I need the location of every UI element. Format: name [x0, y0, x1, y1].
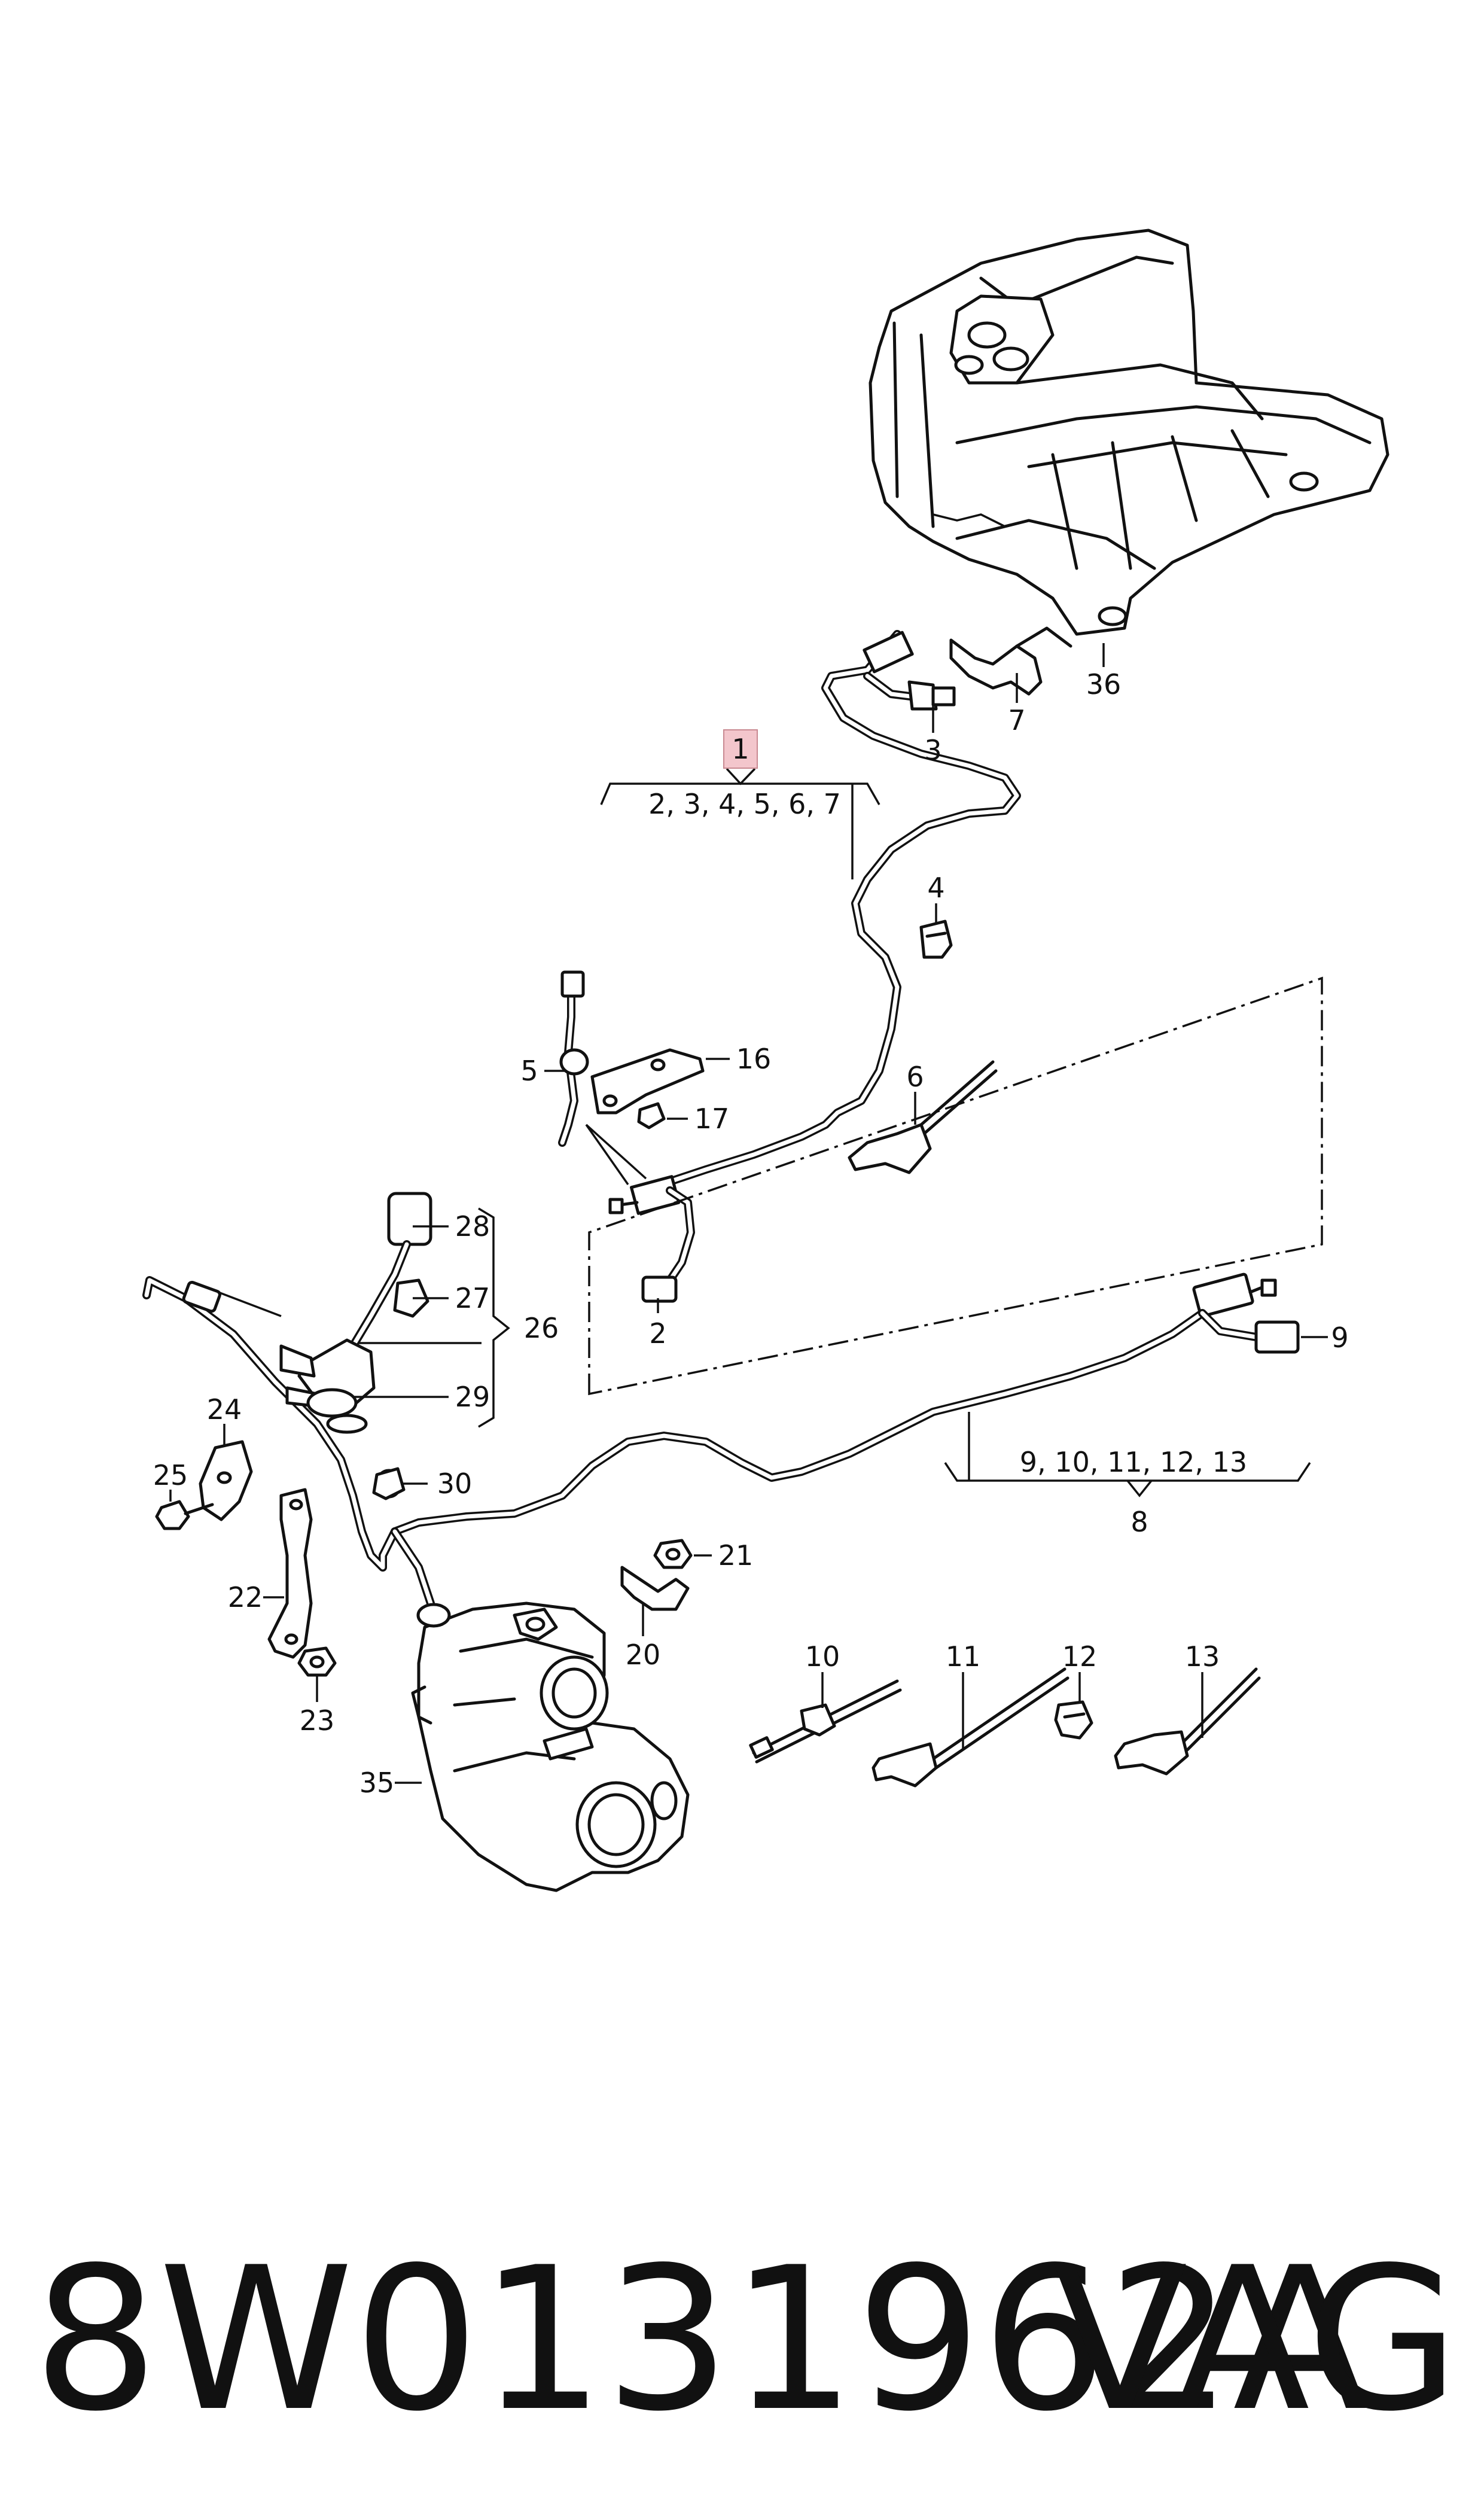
callout-27: 27	[455, 1282, 490, 1314]
callout-22: 22	[228, 1581, 263, 1613]
callout-21: 21	[718, 1539, 754, 1572]
callout-35: 35	[359, 1767, 395, 1799]
sensor-26-group	[279, 1192, 432, 1499]
callout-23: 23	[300, 1704, 335, 1737]
cable-tie-11	[871, 1667, 1069, 1788]
cable-harness-upper	[608, 630, 1021, 1303]
callout-12: 12	[1062, 1640, 1098, 1673]
clip-4	[919, 919, 953, 959]
callout-16: 16	[736, 1043, 772, 1075]
callout-1: 1	[732, 733, 749, 765]
callout-30: 30	[437, 1467, 473, 1500]
callout-25: 25	[153, 1459, 188, 1491]
callout-20: 20	[626, 1639, 661, 1671]
bracket-7	[949, 626, 1072, 696]
callout-29: 29	[455, 1381, 490, 1413]
cable-5-assembly	[558, 970, 705, 1186]
cable-tie-6	[848, 1060, 998, 1174]
bolt-25	[155, 1500, 214, 1530]
nut-21	[653, 1539, 693, 1569]
callout-36: 36	[1086, 668, 1122, 701]
bracket-24	[199, 1440, 253, 1521]
nut-23	[297, 1646, 337, 1677]
callout-10: 10	[805, 1640, 840, 1673]
bracket-22	[267, 1488, 313, 1659]
cable-harness-lower	[142, 1272, 1300, 1607]
cable-tie-13	[1114, 1667, 1261, 1776]
catalytic-converter	[411, 1601, 690, 1892]
callout-6: 6	[906, 1061, 924, 1093]
callout-labels: 1 2, 3, 4, 5, 6, 7 2 3 4 5 6 7 8 9, 10, …	[153, 668, 1349, 1799]
callout-7: 7	[1008, 704, 1025, 736]
callout-5: 5	[520, 1055, 538, 1087]
clip-12	[1054, 1700, 1093, 1740]
callout-2: 2	[649, 1317, 666, 1350]
brand: VAG	[1053, 2225, 1459, 2455]
callout-28: 28	[455, 1210, 490, 1243]
callout-9: 9	[1331, 1322, 1348, 1354]
clip-30	[372, 1467, 406, 1500]
callout-8-list: 9, 10, 11, 12, 13	[1020, 1446, 1247, 1478]
callout-24: 24	[207, 1393, 242, 1426]
callout-8: 8	[1130, 1506, 1148, 1538]
callout-26: 26	[524, 1312, 559, 1344]
callout-1-list: 2, 3, 4, 5, 6, 7	[648, 788, 841, 820]
callout-4: 4	[927, 872, 944, 904]
callout-17: 17	[694, 1103, 730, 1135]
part-number: 8W0131962A	[33, 2225, 1369, 2455]
leader-lines	[169, 643, 1328, 1784]
bracket-20	[620, 1566, 690, 1611]
callout-1-highlight	[723, 729, 758, 769]
cable-tie-10	[749, 1679, 902, 1764]
callout-3: 3	[924, 734, 941, 766]
callout-11: 11	[946, 1640, 981, 1673]
reference-box	[588, 976, 1323, 1396]
callout-13: 13	[1185, 1640, 1220, 1673]
tank-assembly	[869, 229, 1389, 636]
